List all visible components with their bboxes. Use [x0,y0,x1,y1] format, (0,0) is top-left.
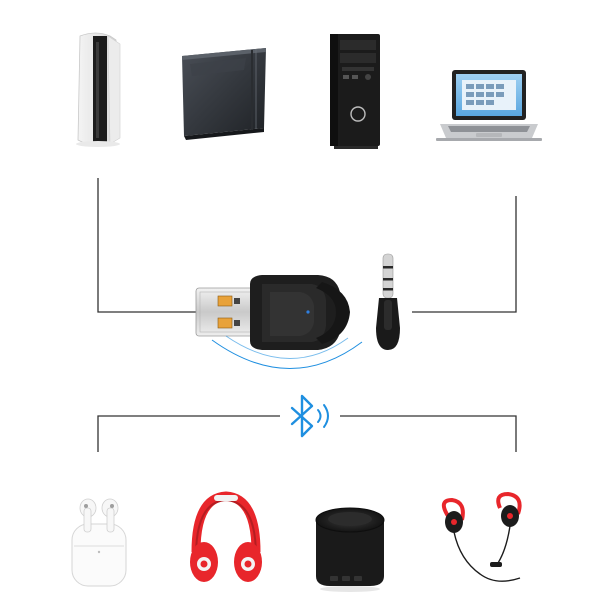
usb-bluetooth-adapter-icon [195,275,350,350]
wireless-earbuds-icon [71,498,127,587]
left-source-connector [97,178,196,313]
bluetooth-icon [290,394,329,438]
audio-jack-microphone-icon [376,253,400,350]
sport-earphones-icon [441,491,522,582]
laptop-icon [436,70,542,141]
left-target-connector [97,415,280,452]
wireless-signal-arcs [211,335,363,369]
right-target-connector [340,415,517,452]
right-source-connector [412,196,517,313]
desktop-pc-icon [330,34,380,149]
red-headphones-icon [190,491,262,582]
ps5-console-icon [76,32,121,147]
bluetooth-speaker-icon [315,507,385,592]
ps4-console-icon [182,48,266,140]
connector-lines [97,178,517,452]
